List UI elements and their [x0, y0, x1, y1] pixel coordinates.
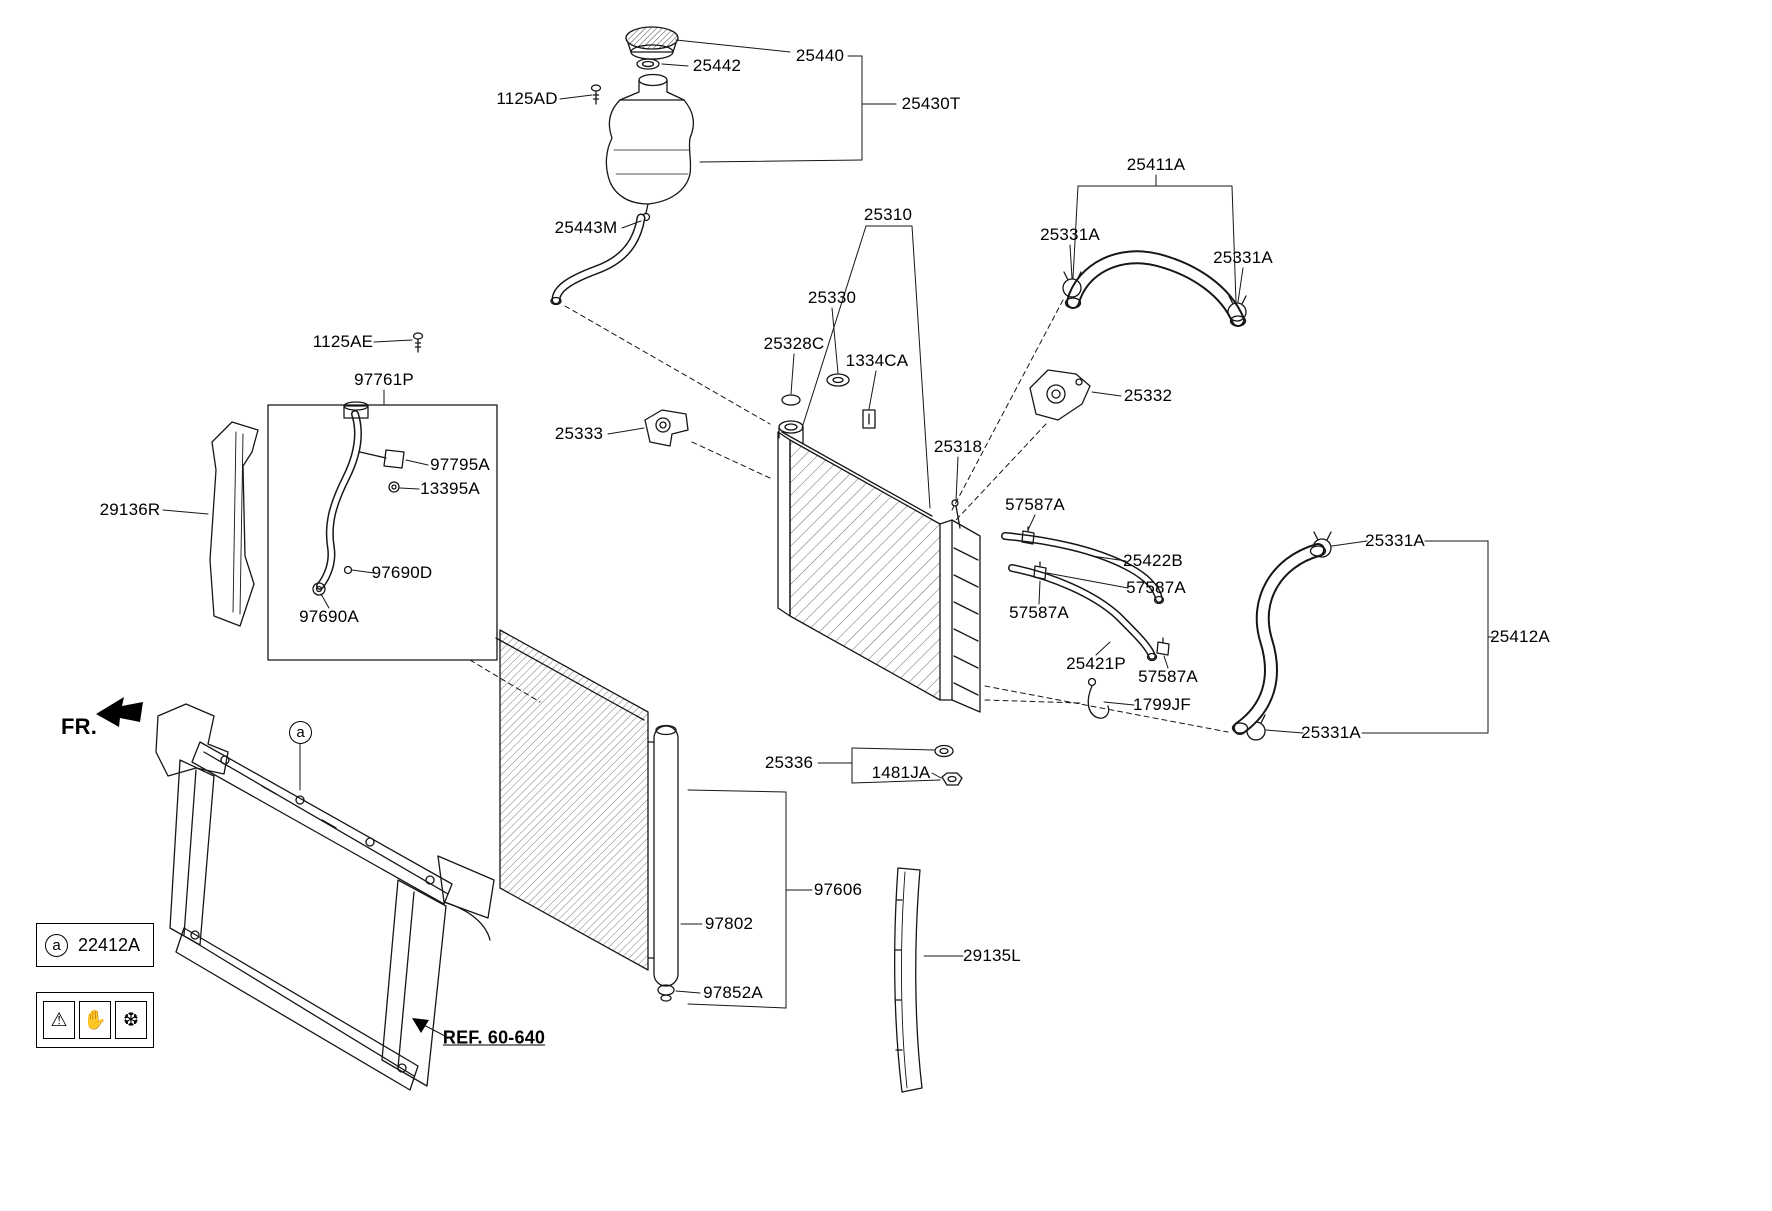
- part-hose-25412a: [1231, 543, 1327, 735]
- fan-caution-icon: ❆: [115, 1001, 147, 1039]
- part-hose-25421p: [1008, 564, 1158, 662]
- callout-a-badge: a: [45, 933, 68, 957]
- part-ring-25328c: [781, 394, 801, 406]
- part-stud-25318: [951, 499, 961, 529]
- part-clamp-57587a-3: [1156, 637, 1170, 656]
- legend-caution-box: ⚠ ✋ ❆: [36, 992, 154, 1048]
- legend-part-number: 22412A: [78, 934, 141, 955]
- part-bracket-25333: [644, 409, 689, 447]
- part-screw-1125ae: [412, 332, 424, 353]
- part-hose-25422b: [1001, 532, 1165, 605]
- part-air-guard-29136r: [209, 421, 259, 627]
- part-cap-gasket: [636, 58, 660, 70]
- part-clamp-25331a-1: [1062, 271, 1082, 298]
- leader-lines: [162, 39, 1495, 1037]
- part-ac-pipe-assembly: [267, 401, 498, 661]
- fr-direction-arrow: [96, 697, 143, 727]
- part-front-end-module: [155, 703, 495, 1091]
- legend-callout-box: a 22412A: [36, 923, 154, 967]
- warning-triangle-icon: ⚠: [43, 1001, 75, 1039]
- part-drain-plug: [934, 744, 963, 786]
- part-hose-25443m: [550, 213, 646, 306]
- part-screw-1125ad: [590, 84, 602, 105]
- part-condenser: [495, 629, 679, 1002]
- part-clip-1334ca: [862, 409, 876, 429]
- part-air-guard-29135l: [894, 867, 923, 1093]
- part-clamp-25331a-2: [1227, 295, 1247, 322]
- part-hose-25411a: [1064, 250, 1247, 327]
- part-radiator: [777, 420, 981, 713]
- ref-arrowhead: [412, 1018, 429, 1033]
- part-hook-1799jf: [1087, 677, 1110, 719]
- part-clamp-57587a-2: [1033, 561, 1047, 580]
- part-bracket-25332: [1029, 369, 1091, 421]
- callout-a-module: a: [289, 721, 312, 744]
- part-reservoir-cap: [625, 26, 679, 60]
- hand-caution-icon: ✋: [79, 1001, 111, 1039]
- construction-lines: [469, 299, 1229, 733]
- part-cap-25330: [826, 373, 850, 387]
- part-reservoir-tank: [605, 73, 695, 222]
